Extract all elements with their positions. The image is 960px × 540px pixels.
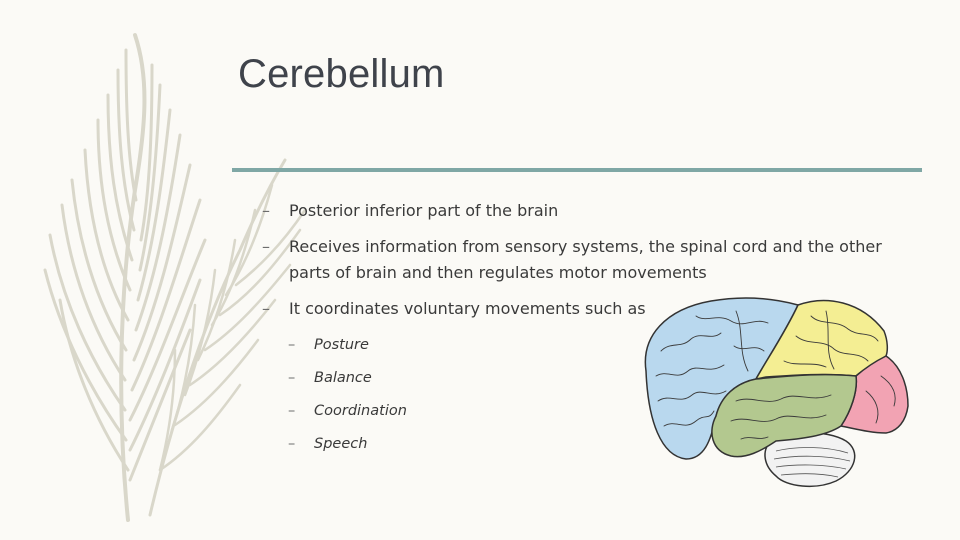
sub-bullet-text: Speech [314, 436, 368, 452]
bullet-item: – Posterior inferior part of the brain [262, 198, 902, 224]
sub-bullet-marker: – [288, 403, 296, 419]
bullet-item: – Receives information from sensory syst… [262, 234, 902, 286]
sub-bullet-text: Posture [314, 337, 369, 353]
bullet-item: – It coordinates voluntary movements suc… [262, 296, 902, 322]
sub-bullet-item: – Balance [288, 367, 902, 389]
sub-bullet-text: Balance [314, 370, 372, 386]
bullet-marker: – [262, 201, 270, 220]
bullet-text: Posterior inferior part of the brain [289, 201, 559, 220]
feather-decoration-icon [43, 33, 307, 522]
bullet-text: It coordinates voluntary movements such … [289, 299, 646, 318]
sub-bullet-item: – Coordination [288, 400, 902, 422]
sub-bullet-text: Coordination [314, 403, 407, 419]
sub-bullet-marker: – [288, 370, 296, 386]
bullet-marker: – [262, 299, 270, 318]
bullet-text: Receives information from sensory system… [289, 237, 882, 282]
sub-bullet-marker: – [288, 436, 296, 452]
sub-bullet-item: – Speech [288, 433, 902, 455]
temporal-lobe [711, 373, 858, 458]
occipital-lobe [839, 355, 909, 434]
title-divider [232, 168, 922, 172]
brain-diagram-image [644, 297, 909, 487]
sub-bullet-marker: – [288, 337, 296, 353]
bullet-list: – Posterior inferior part of the brain –… [262, 198, 902, 455]
sub-bullet-item: – Posture [288, 334, 902, 356]
slide-title: Cerebellum [238, 52, 445, 96]
bullet-marker: – [262, 237, 270, 256]
